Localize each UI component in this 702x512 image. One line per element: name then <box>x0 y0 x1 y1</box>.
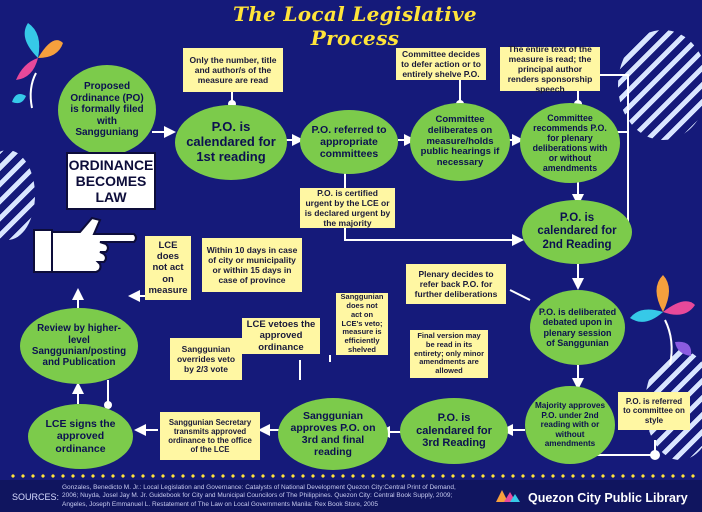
step-plenary-deliberation: P.O. is deliberated debated upon in plen… <box>530 290 625 365</box>
page-title: The Local Legislative Process <box>233 2 477 50</box>
note-override-veto: Sanggunian overrides veto by 2/3 vote <box>170 338 242 380</box>
note-certified-urgent: P.O. is certified urgent by the LCE or i… <box>300 188 395 228</box>
note-sanggunian-no-act: Sanggunian does not act on LCE's veto; m… <box>336 292 388 355</box>
flower-icon <box>12 23 63 109</box>
note-lce-vetoes: LCE vetoes the approved ordinance <box>242 318 320 354</box>
note-lce-no-act: LCE does not act on measure <box>145 236 191 300</box>
note-only-number: Only the number, title and author/s of t… <box>183 48 283 92</box>
step-third-reading: P.O. is calendared for 3rd Reading <box>400 398 508 464</box>
flower-icon <box>630 275 695 366</box>
footer <box>0 480 702 512</box>
note-committee-style: P.O. is referred to committee on style <box>618 392 690 430</box>
library-logo-icon <box>496 490 520 502</box>
step-majority-approves: Majority approves P.O. under 2nd reading… <box>525 386 615 464</box>
step-proposed-ordinance: Proposed Ordinance (PO) is formally file… <box>58 65 156 155</box>
step-referred-committees: P.O. referred to appropriate committees <box>300 110 398 174</box>
step-review-publication: Review by higher-level Sanggunian/postin… <box>20 308 138 384</box>
striped-decoration-top-right <box>618 30 702 140</box>
sources-text: Gonzales, Benedicto M. Jr.: Local Legisl… <box>62 484 456 508</box>
note-final-version: Final version may be read in its entiret… <box>410 330 488 378</box>
note-within-10-days: Within 10 days in case of city or munici… <box>202 238 302 292</box>
note-plenary-refer: Plenary decides to refer back P.O. for f… <box>406 264 506 304</box>
step-second-reading: P.O. is calendared for 2nd Reading <box>522 200 632 264</box>
step-first-reading: P.O. is calendared for 1st reading <box>175 105 287 180</box>
ordinance-becomes-law-sign: ORDINANCE BECOMES LAW <box>66 152 156 210</box>
note-entire-text: The entire text of the measure is read; … <box>500 44 600 94</box>
note-defer-action: Committee decides to defer action or to … <box>396 48 486 80</box>
pointing-hand-icon <box>33 216 137 273</box>
step-lce-signs: LCE signs the approved ordinance <box>28 404 133 469</box>
step-committee-deliberates: Committee deliberates on measure/holds p… <box>410 103 510 181</box>
step-committee-recommends: Committee recommends P.O. for plenary de… <box>520 103 620 183</box>
sources-label: SOURCES: <box>12 492 60 502</box>
step-sanggunian-approves: Sanggunian approves P.O. on 3rd and fina… <box>278 398 388 470</box>
note-secretary-transmits: Sanggunian Secretary transmits approved … <box>160 412 260 460</box>
library-name: Quezon City Public Library <box>528 491 688 505</box>
dotted-divider <box>8 473 698 479</box>
